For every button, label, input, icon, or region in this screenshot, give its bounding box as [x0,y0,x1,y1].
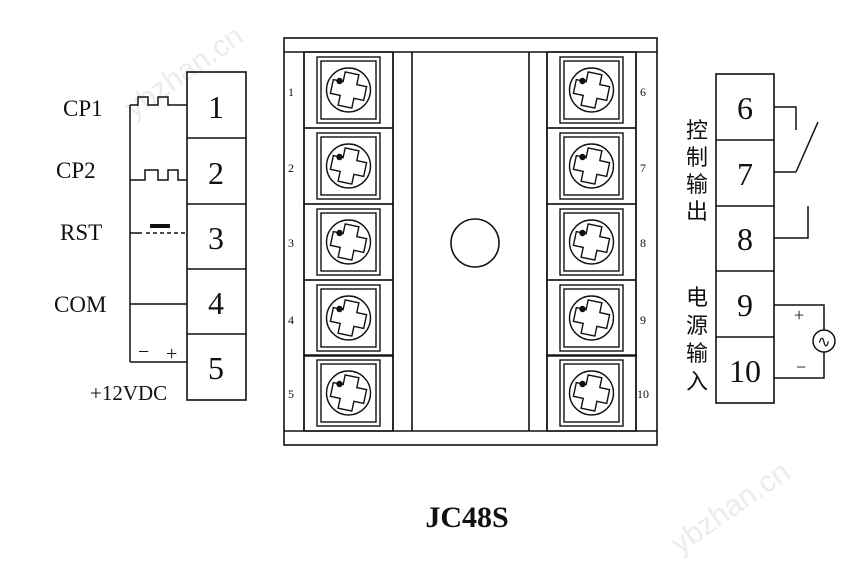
control-output-char-1: 控 [686,118,708,143]
power-input-char-1: 电 [686,285,708,310]
left-screw-terminals [303,51,394,432]
left-terminal-1: 1 [208,89,224,125]
rear-pin-9: 9 [640,313,646,327]
rear-pin-2: 2 [288,161,294,175]
right-screw-terminal-8 [546,203,637,281]
left-screw-terminal-5 [303,354,394,432]
right-terminal-8: 8 [737,221,753,257]
left-screw-terminal-3 [303,203,394,281]
screw-head-icon [568,143,615,189]
rear-pin-7: 7 [640,161,646,175]
left-wiring [129,96,187,363]
right-terminal-10: 10 [729,353,761,389]
right-screw-terminal-6 [546,51,637,129]
rear-pin-4: 4 [288,313,294,327]
watermark-bottom-right: ybzhan.cn [665,455,796,560]
cp2-pulse-symbol [130,169,187,181]
control-output-char-2: 制 [686,145,708,170]
left-screw-terminal-4 [303,279,394,357]
left-screw-terminal-2 [303,127,394,205]
screw-head-icon [325,219,372,265]
center-mounting-hole [450,218,500,268]
right-terminal-9: 9 [737,287,753,323]
supply-voltage-label: +12VDC [90,381,167,405]
screw-head-icon [325,67,372,113]
control-output-char-4: 出 [686,199,708,224]
model-title: JC48S [425,501,508,534]
power-input-char-2: 源 [686,313,708,338]
left-terminal-block [186,71,247,401]
rst-label: RST [60,220,102,245]
right-screw-terminal-7 [546,127,637,205]
screw-head-icon [568,219,615,265]
right-screw-terminal-10 [546,354,637,432]
right-screw-terminals [546,51,637,432]
power-minus-sign: − [796,357,806,377]
supply-minus-sign: − [138,341,149,363]
cp2-label: CP2 [56,158,96,183]
com-label: COM [54,292,106,317]
screw-head-icon [568,295,615,341]
power-plus-sign: + [794,305,804,325]
rear-pin-10: 10 [637,387,649,401]
rear-pin-8: 8 [640,236,646,250]
left-terminal-4: 4 [208,285,224,321]
left-terminal-3: 3 [208,220,224,256]
ac-symbol: ∿ [817,334,830,351]
cp1-label: CP1 [63,96,103,121]
left-terminal-2: 2 [208,155,224,191]
power-input-char-4: 入 [686,369,708,394]
rear-pin-6: 6 [640,85,646,99]
right-wiring [774,106,836,379]
supply-plus-sign: + [166,343,177,365]
left-terminal-5: 5 [208,350,224,386]
rear-pin-1: 1 [288,85,294,99]
relay-contact-symbol [795,121,819,173]
cp1-pulse-symbol [130,96,187,106]
right-screw-terminal-9 [546,279,637,357]
right-terminal-6: 6 [737,90,753,126]
screw-head-icon [568,67,615,113]
rear-pin-5: 5 [288,387,294,401]
control-output-char-3: 输 [686,172,708,197]
rear-pin-3: 3 [288,236,294,250]
screw-head-icon [568,370,615,416]
right-terminal-7: 7 [737,156,753,192]
screw-head-icon [325,143,372,189]
ac-source-symbol [812,329,836,353]
power-input-char-3: 输 [686,341,708,366]
screw-head-icon [325,370,372,416]
screw-head-icon [325,295,372,341]
left-screw-terminal-1 [303,51,394,129]
